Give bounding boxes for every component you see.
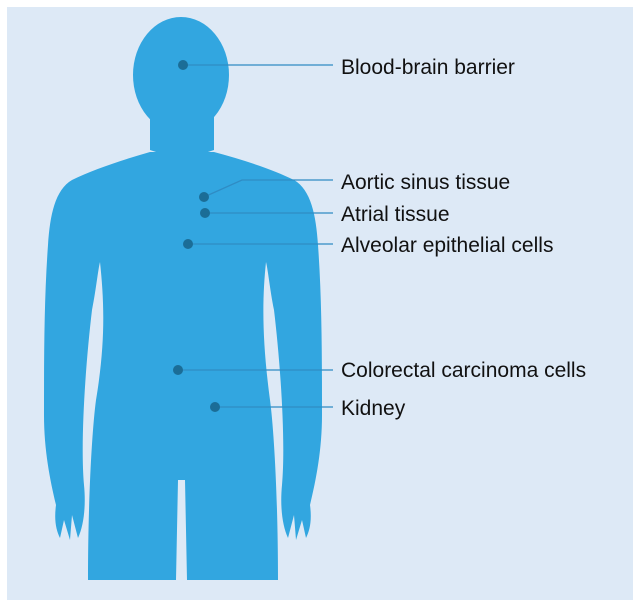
label-colorectal-carcinoma-cells: Colorectal carcinoma cells bbox=[341, 359, 586, 383]
marker-blood-brain-barrier bbox=[178, 60, 188, 70]
marker-atrial-tissue bbox=[200, 208, 210, 218]
neck-shape bbox=[150, 110, 214, 156]
label-blood-brain-barrier: Blood-brain barrier bbox=[341, 56, 515, 80]
label-aortic-sinus-tissue: Aortic sinus tissue bbox=[341, 171, 510, 195]
label-atrial-tissue: Atrial tissue bbox=[341, 203, 450, 227]
label-alveolar-epithelial-cells: Alveolar epithelial cells bbox=[341, 234, 553, 258]
label-kidney: Kidney bbox=[341, 397, 405, 421]
marker-alveolar-epithelial-cells bbox=[183, 239, 193, 249]
human-silhouette bbox=[44, 17, 322, 580]
marker-colorectal-carcinoma-cells bbox=[173, 365, 183, 375]
marker-aortic-sinus-tissue bbox=[199, 192, 209, 202]
torso-shape bbox=[44, 152, 322, 580]
marker-kidney bbox=[210, 402, 220, 412]
